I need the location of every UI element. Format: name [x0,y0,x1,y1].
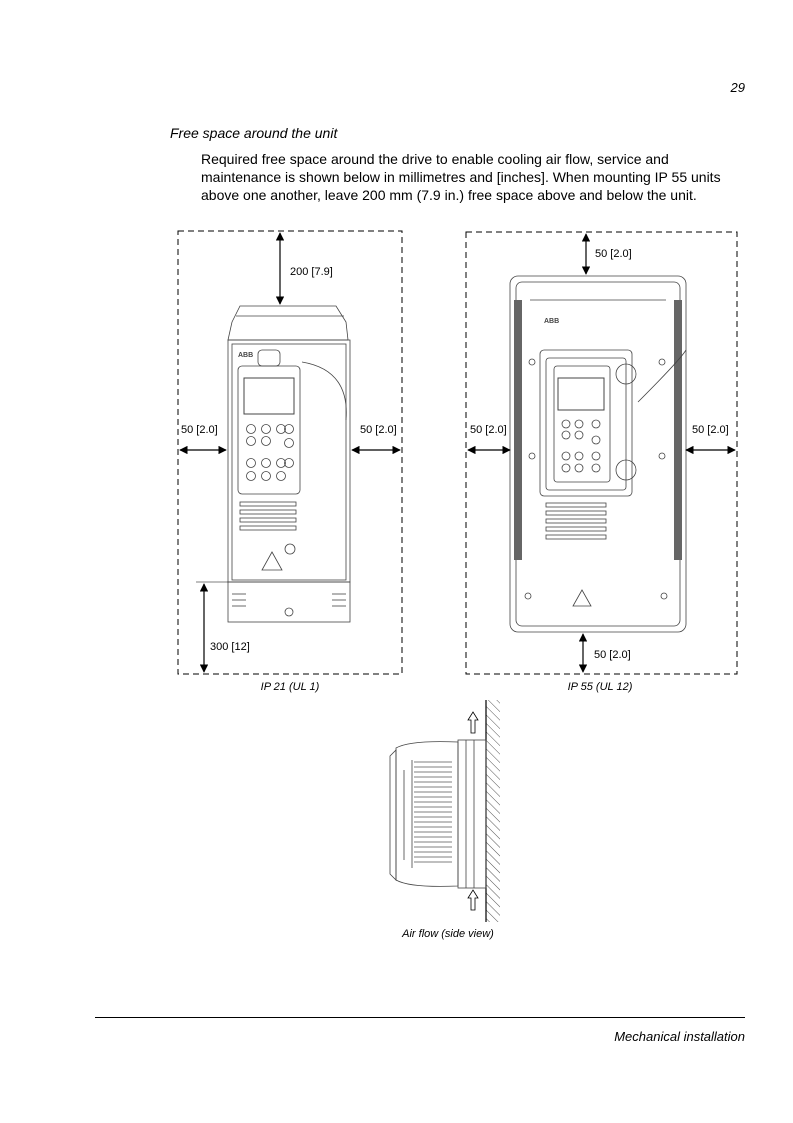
ip55-clearance-boundary [465,231,738,675]
side-view-figure [389,700,500,922]
airflow-out-arrow-icon [467,711,479,734]
ip55-drive-drawing [509,275,687,633]
intro-line: Required free space around the drive to … [201,151,669,167]
ip55-caption: IP 55 (UL 12) [567,681,633,693]
ip55-logo: ABB [544,318,559,325]
airflow-in-arrow-icon [467,889,479,911]
ip21-figure: ABB 200 [7.9] 50 [2.0] 50 [2.0] 300 [12] [177,230,403,675]
ip21-logo: ABB [238,352,253,359]
ip21-caption: IP 21 (UL 1) [260,681,320,693]
ip55-dim-right: 50 [2.0] [692,424,729,436]
ip21-clearance-boundary [177,230,403,675]
footer-rule [95,1017,745,1018]
intro-paragraph: Required free space around the drive to … [201,150,761,204]
footer-text: Mechanical installation [614,1029,745,1044]
ip21-dim-right: 50 [2.0] [360,424,397,436]
ip55-dim-left: 50 [2.0] [470,424,507,436]
intro-line: above one another, leave 200 mm (7.9 in.… [201,187,697,203]
side-view-caption: Air flow (side view) [402,928,494,940]
ip55-dim-bottom: 50 [2.0] [594,649,631,661]
wall-hatch [486,700,500,922]
intro-line: maintenance is shown below in millimetre… [201,169,721,185]
ip21-dim-top: 200 [7.9] [290,266,333,278]
ip55-figure: ABB 50 [2.0] 50 [2.0] 50 [2.0] 50 [2.0] [465,231,738,675]
ip21-drive-drawing [227,305,351,623]
ip55-dim-top: 50 [2.0] [595,248,632,260]
section-title: Free space around the unit [170,125,338,141]
ip21-dim-left: 50 [2.0] [181,424,218,436]
side-view-vent [414,761,452,863]
side-view-drive [389,739,487,889]
ip21-dim-bottom: 300 [12] [210,641,250,653]
page-number: 29 [730,80,745,95]
